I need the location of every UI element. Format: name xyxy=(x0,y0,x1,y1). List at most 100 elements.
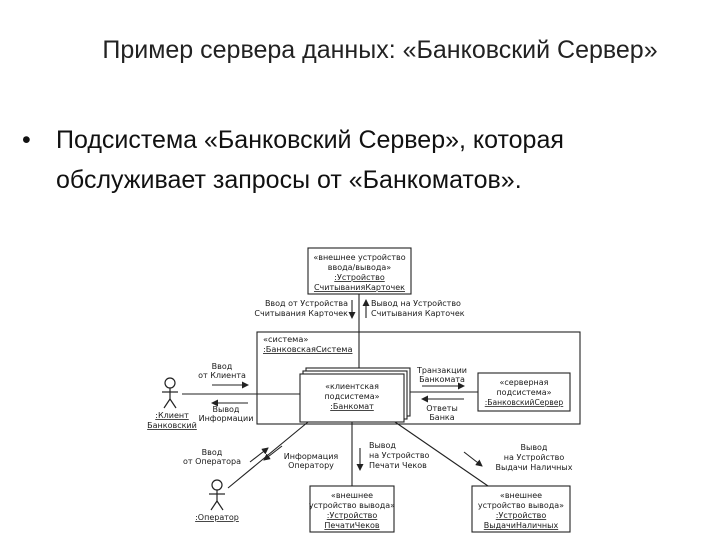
label-line: Вывод xyxy=(213,405,240,414)
svg-text:Вывод: Вывод xyxy=(521,443,548,452)
svg-text:устройство вывода»: устройство вывода» xyxy=(478,501,564,510)
svg-text:Ответы: Ответы xyxy=(426,404,458,413)
flow-label-from-card-reader: Ввод от Устройства Считывания Карточек xyxy=(254,299,348,318)
svg-text:Печати Чеков: Печати Чеков xyxy=(369,461,427,470)
label-line: Вывод на Устройство xyxy=(371,299,461,308)
svg-text:Оператору: Оператору xyxy=(288,461,334,470)
link-atm-dispenser xyxy=(394,421,489,487)
label-line: :Устройство xyxy=(496,511,547,520)
svg-text:«серверная: «серверная xyxy=(500,378,549,387)
label-line: Ввод от Устройства xyxy=(265,299,348,308)
bullet-text: Подсистема «Банковский Сервер», которая … xyxy=(56,126,564,194)
flow-label-to-card-reader: Вывод на Устройство Считывания Карточек xyxy=(371,299,465,318)
svg-text:«внешнее: «внешнее xyxy=(500,491,542,500)
label-line: Вывод xyxy=(521,443,548,452)
svg-text:Ввод: Ввод xyxy=(212,362,233,371)
label-line: Выдачи Наличных xyxy=(496,463,573,472)
server-subsystem-box xyxy=(477,372,571,412)
svg-text:от Клиента: от Клиента xyxy=(198,371,246,380)
atm-subsystem-label: «клиентская подсистема» :Банкомат xyxy=(324,382,379,411)
label-line: устройство вывода» xyxy=(478,501,564,510)
label-line: :Устройство xyxy=(327,511,378,520)
client-actor-icon xyxy=(162,377,178,409)
label-line: Оператору xyxy=(288,461,334,470)
card-reader-device-box xyxy=(307,247,412,295)
label-line: Вывод xyxy=(369,441,396,450)
label-line: «внешнее устройство xyxy=(313,253,405,262)
label-line: :Клиент xyxy=(155,411,189,420)
operator-actor-icon xyxy=(209,479,225,511)
label-line: подсистема» xyxy=(496,388,551,397)
label-line: :Банкомат xyxy=(330,402,374,411)
label-line: :БанковскийСервер xyxy=(485,398,564,407)
label-line: «внешнее xyxy=(331,491,373,500)
printer-device-label: «внешнее устройство вывода» :Устройство … xyxy=(309,491,395,530)
svg-text:«внешнее: «внешнее xyxy=(331,491,373,500)
dispenser-device-label: «внешнее устройство вывода» :Устройство … xyxy=(478,491,564,530)
svg-text:на Устройство: на Устройство xyxy=(504,453,565,462)
label-line: «клиентская xyxy=(325,382,379,391)
system-frame xyxy=(256,331,581,425)
label-line: Банковский xyxy=(147,421,197,430)
svg-text:подсистема»: подсистема» xyxy=(324,392,379,401)
svg-text:на Устройство: на Устройство xyxy=(369,451,430,460)
svg-text:Информация: Информация xyxy=(284,452,339,461)
flow-label-operator-info: Информация Оператору xyxy=(284,452,339,470)
label-line: ввода/вывода» xyxy=(328,263,392,272)
label-line: :Устройство xyxy=(334,273,385,282)
label-line: Ввод xyxy=(202,448,223,457)
label-line: ВыдачиНаличных xyxy=(484,521,559,530)
bullet-item: • Подсистема «Банковский Сервер», котора… xyxy=(22,120,682,200)
label-line: Ввод xyxy=(212,362,233,371)
bullet-marker: • xyxy=(22,126,31,154)
label-line: :Оператор xyxy=(195,513,239,522)
system-frame-label: «система» :БанковскаяСистема xyxy=(263,334,352,354)
label-line: на Устройство xyxy=(369,451,430,460)
flow-label-transactions: Транзакции Банкомата xyxy=(416,366,467,384)
flow-label-client-output: Вывод Информации xyxy=(199,405,254,423)
flow-label-bank-responses: Ответы Банка xyxy=(426,404,458,422)
svg-text:Считывания Карточек: Считывания Карточек xyxy=(371,309,465,318)
printer-device-box xyxy=(309,485,395,533)
arrow-operator-info xyxy=(263,445,283,461)
svg-text:Вывод на Устройство: Вывод на Устройство xyxy=(371,299,461,308)
label-line: «внешнее xyxy=(500,491,542,500)
svg-text:Выдачи Наличных: Выдачи Наличных xyxy=(496,463,573,472)
svg-text:ВыдачиНаличных: ВыдачиНаличных xyxy=(484,521,559,530)
svg-text:Информации: Информации xyxy=(199,414,254,423)
svg-text:«система»: «система» xyxy=(263,334,308,344)
flow-label-operator-input: Ввод от Оператора xyxy=(183,448,241,466)
svg-text::Клиент: :Клиент xyxy=(155,411,189,420)
operator-actor-label: :Оператор xyxy=(195,513,239,522)
svg-text:Ввод от Устройства: Ввод от Устройства xyxy=(265,299,348,308)
server-subsystem-label: «серверная подсистема» :БанковскийСервер xyxy=(485,378,564,407)
svg-text:Банкомата: Банкомата xyxy=(419,375,465,384)
label-line: от Оператора xyxy=(183,457,241,466)
svg-text:Банковский: Банковский xyxy=(147,421,197,430)
flow-label-client-input: Ввод от Клиента xyxy=(198,362,246,380)
label-line: :БанковскаяСистема xyxy=(263,344,352,354)
slide-title: Пример сервера данных: «Банковский Серве… xyxy=(102,36,658,64)
svg-text:Транзакции: Транзакции xyxy=(416,366,467,375)
svg-text::БанковскийСервер: :БанковскийСервер xyxy=(485,398,564,407)
svg-text:от Оператора: от Оператора xyxy=(183,457,241,466)
svg-text:ПечатиЧеков: ПечатиЧеков xyxy=(324,521,380,530)
svg-text::Устройство: :Устройство xyxy=(496,511,547,520)
label-line: Считывания Карточек xyxy=(371,309,465,318)
arrow-to-dispenser xyxy=(463,451,483,467)
svg-text::Устройство: :Устройство xyxy=(334,273,385,282)
svg-text:Считывания Карточек: Считывания Карточек xyxy=(254,309,348,318)
svg-text:устройство вывода»: устройство вывода» xyxy=(309,501,395,510)
label-line: «система» xyxy=(263,334,308,344)
label-line: Банкомата xyxy=(419,375,465,384)
label-line: Считывания Карточек xyxy=(254,309,348,318)
label-line: ПечатиЧеков xyxy=(324,521,380,530)
label-line: на Устройство xyxy=(504,453,565,462)
svg-text:Вывод: Вывод xyxy=(213,405,240,414)
card-reader-device-label: «внешнее устройство ввода/вывода» :Устро… xyxy=(313,253,405,292)
dispenser-device-box xyxy=(471,485,571,533)
flow-label-to-printer: Вывод на Устройство Печати Чеков xyxy=(369,441,430,470)
svg-text:подсистема»: подсистема» xyxy=(496,388,551,397)
label-line: подсистема» xyxy=(324,392,379,401)
arrow-operator-input xyxy=(249,447,269,463)
